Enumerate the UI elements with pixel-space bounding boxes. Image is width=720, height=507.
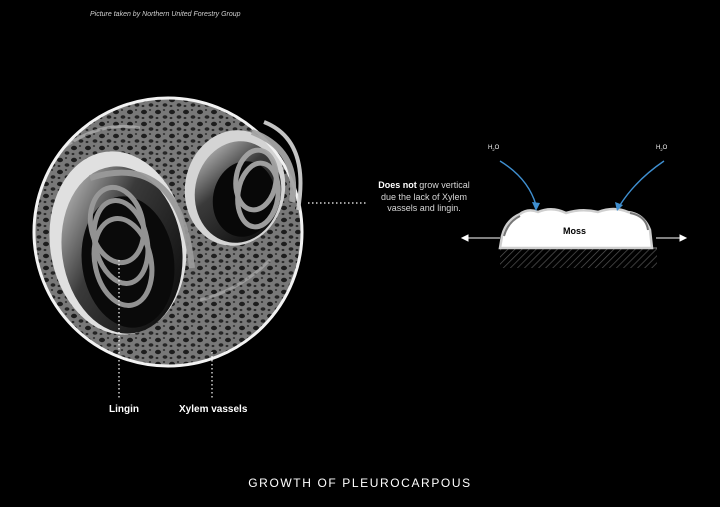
growth-note-text: grow vertical due the lack of Xylem vass… [380, 180, 470, 213]
h2o-label-right: H2O [656, 145, 668, 153]
water-arrows [499, 160, 665, 206]
growth-note-bold: Does not [378, 180, 417, 190]
pointer-lines [118, 202, 368, 398]
moss-label: Moss [563, 226, 587, 236]
page-title: GROWTH OF PLEUROCARPOUS [248, 476, 472, 490]
moss-diagram [460, 160, 688, 268]
growth-note: Does not grow vertical due the lack of X… [372, 180, 476, 215]
label-lingin: Lingin [109, 404, 139, 415]
h2o-label-left: H2O [488, 145, 500, 153]
moss-clump [498, 207, 654, 250]
microscope-image [32, 96, 304, 368]
ground-hatch [500, 248, 657, 268]
horizontal-arrows [460, 234, 688, 242]
lignin-rings-right [233, 120, 303, 230]
label-xylem-vassels: Xylem vassels [179, 404, 248, 415]
lignin-rings-left [87, 169, 195, 308]
photo-credit: Picture taken by Northern United Forestr… [90, 11, 241, 18]
